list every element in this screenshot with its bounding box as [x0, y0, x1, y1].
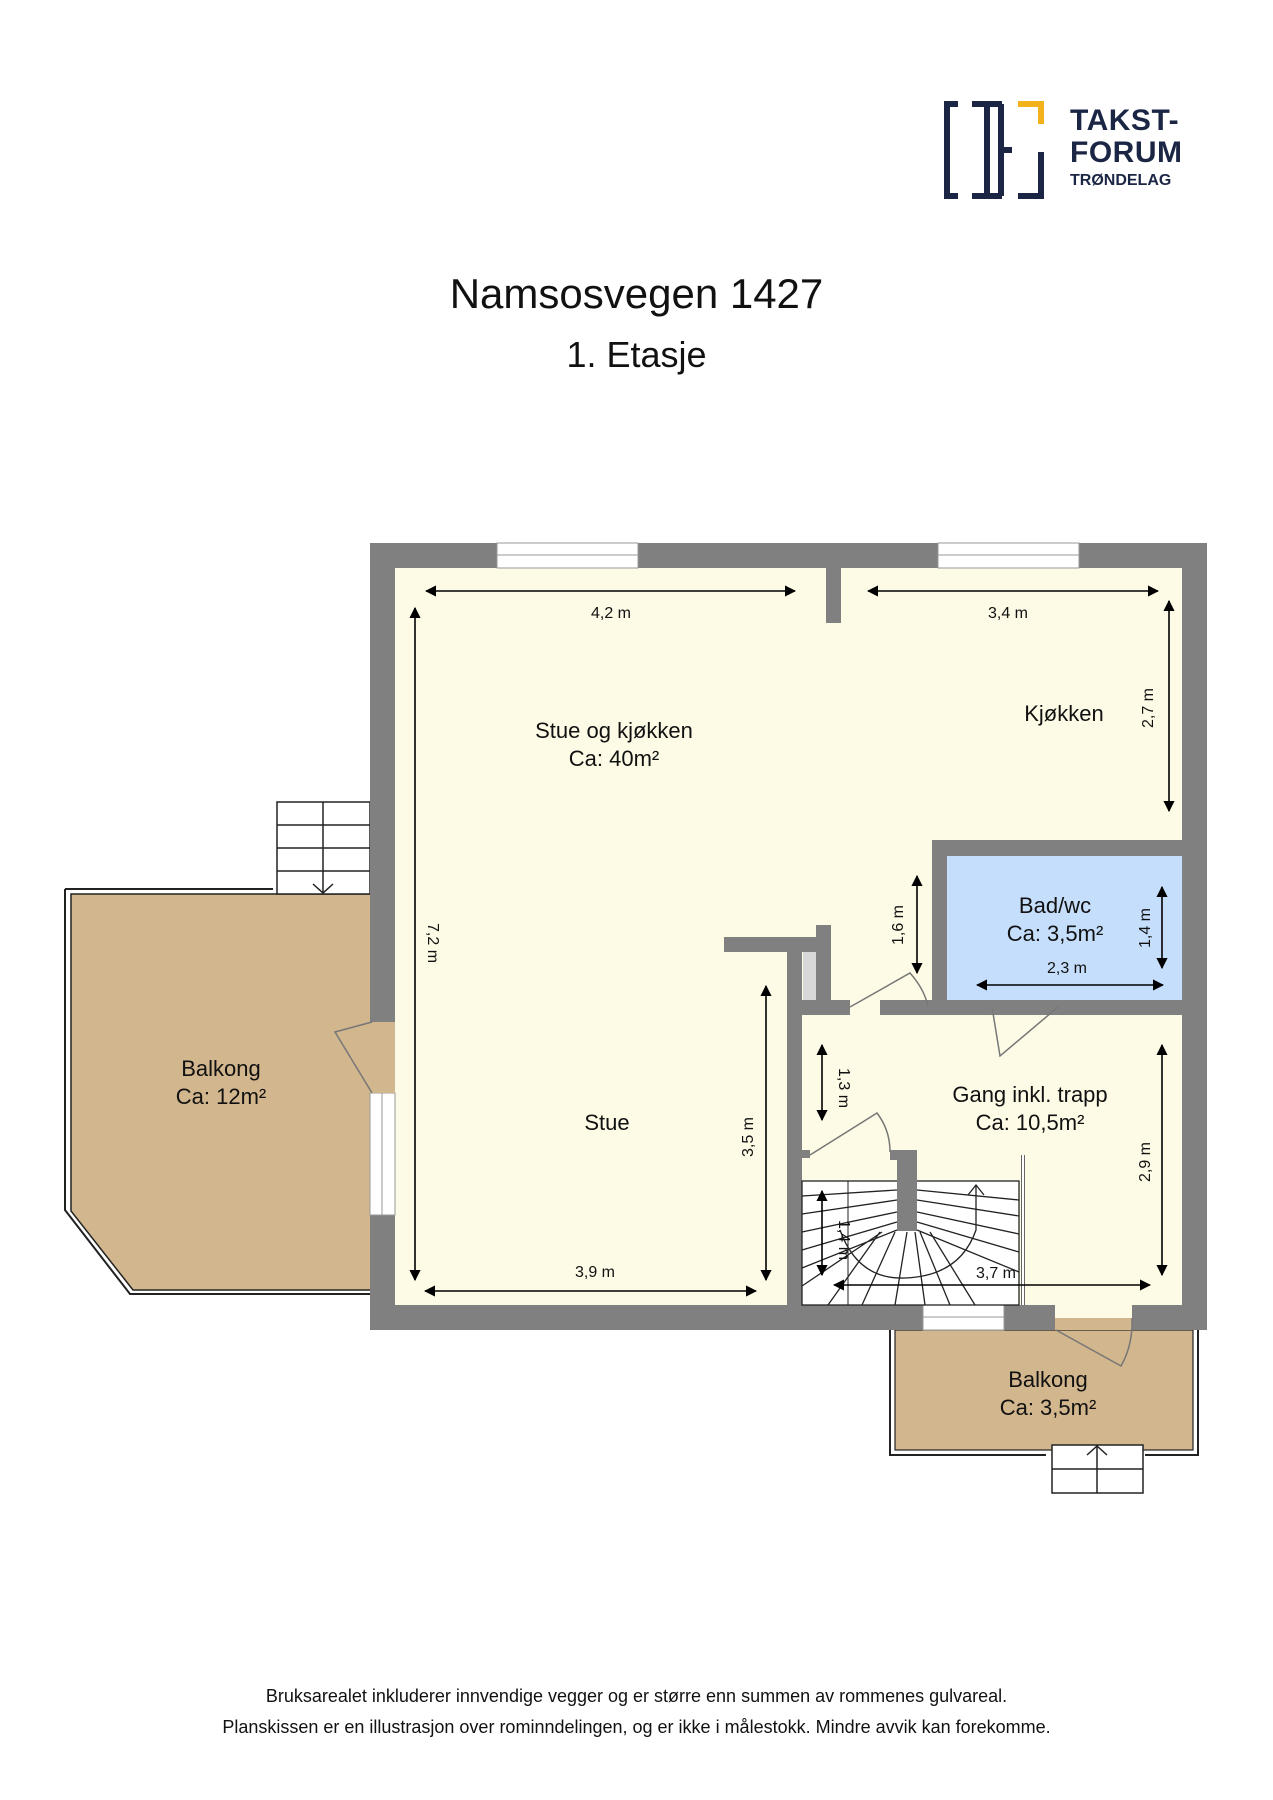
balcony-bottom-stairs [1051, 1444, 1144, 1494]
room-balkong-left-name: Balkong [181, 1056, 261, 1081]
balcony-left [64, 801, 373, 1295]
logo-line1: TAKST- [1070, 104, 1180, 137]
door-bottom-balcony[interactable] [1055, 1318, 1132, 1330]
windows [369, 542, 1080, 1331]
chimney [803, 952, 816, 1000]
dim-kjokken-depth: 2,7 m [1140, 688, 1157, 728]
dim-total-depth: 7,2 m [424, 923, 441, 963]
room-stue-name: Stue [584, 1110, 629, 1135]
room-balkong-bottom-name: Balkong [1008, 1367, 1088, 1392]
dim-bad-depth: 1,4 m [1137, 908, 1154, 948]
dim-bad-width: 2,3 m [1047, 960, 1087, 977]
logo-line2: FORUM [1070, 136, 1183, 169]
dim-kjokken-width: 3,4 m [988, 605, 1028, 622]
dim-stue-width-top: 4,2 m [591, 605, 631, 622]
door-stair-closet[interactable] [809, 1112, 891, 1156]
footer-note-1: Bruksarealet inkluderer innvendige vegge… [265, 1686, 1008, 1706]
balcony-bottom [889, 1329, 1199, 1494]
dim-gang-upper: 1,3 m [835, 1068, 852, 1108]
door-hall[interactable] [849, 972, 929, 1008]
page-title: Namsosvegen 1427 [449, 270, 824, 317]
page-subtitle: 1. Etasje [566, 334, 707, 375]
room-stue-kjokken-area: Ca: 40m² [569, 746, 659, 771]
room-gang-area: Ca: 10,5m² [976, 1110, 1085, 1135]
interior-walls [724, 568, 1182, 1305]
dimension-lines [409, 585, 1175, 1297]
dim-gang-width: 3,7 m [976, 1265, 1016, 1282]
door-left-balcony[interactable] [370, 1022, 395, 1093]
dim-stair-depth: 1,4 m [835, 1220, 852, 1260]
room-stue-kjokken-name: Stue og kjøkken [535, 718, 693, 743]
logo-line3: TRØNDELAG [1070, 172, 1172, 189]
room-balkong-left-area: Ca: 12m² [176, 1084, 266, 1109]
dim-hall-to-bath: 1,6 m [890, 905, 907, 945]
room-bad-area: Ca: 3,5m² [1007, 921, 1104, 946]
room-bad-name: Bad/wc [1019, 893, 1091, 918]
balcony-left-stairs [276, 801, 371, 895]
dim-gang-depth: 2,9 m [1137, 1142, 1154, 1182]
room-kjokken-name: Kjøkken [1024, 701, 1103, 726]
logo: TAKST- FORUM TRØNDELAG [944, 100, 1184, 200]
logo-mark-icon [944, 101, 1044, 199]
door-bath[interactable] [991, 1006, 1059, 1058]
room-gang-name: Gang inkl. trapp [952, 1082, 1107, 1107]
footer-note-2: Planskissen er en illustrasjon over romi… [222, 1717, 1051, 1737]
room-balkong-bottom-area: Ca: 3,5m² [1000, 1395, 1097, 1420]
dim-stue-width-bottom: 3,9 m [575, 1264, 615, 1281]
dim-stue-depth: 3,5 m [740, 1117, 757, 1157]
